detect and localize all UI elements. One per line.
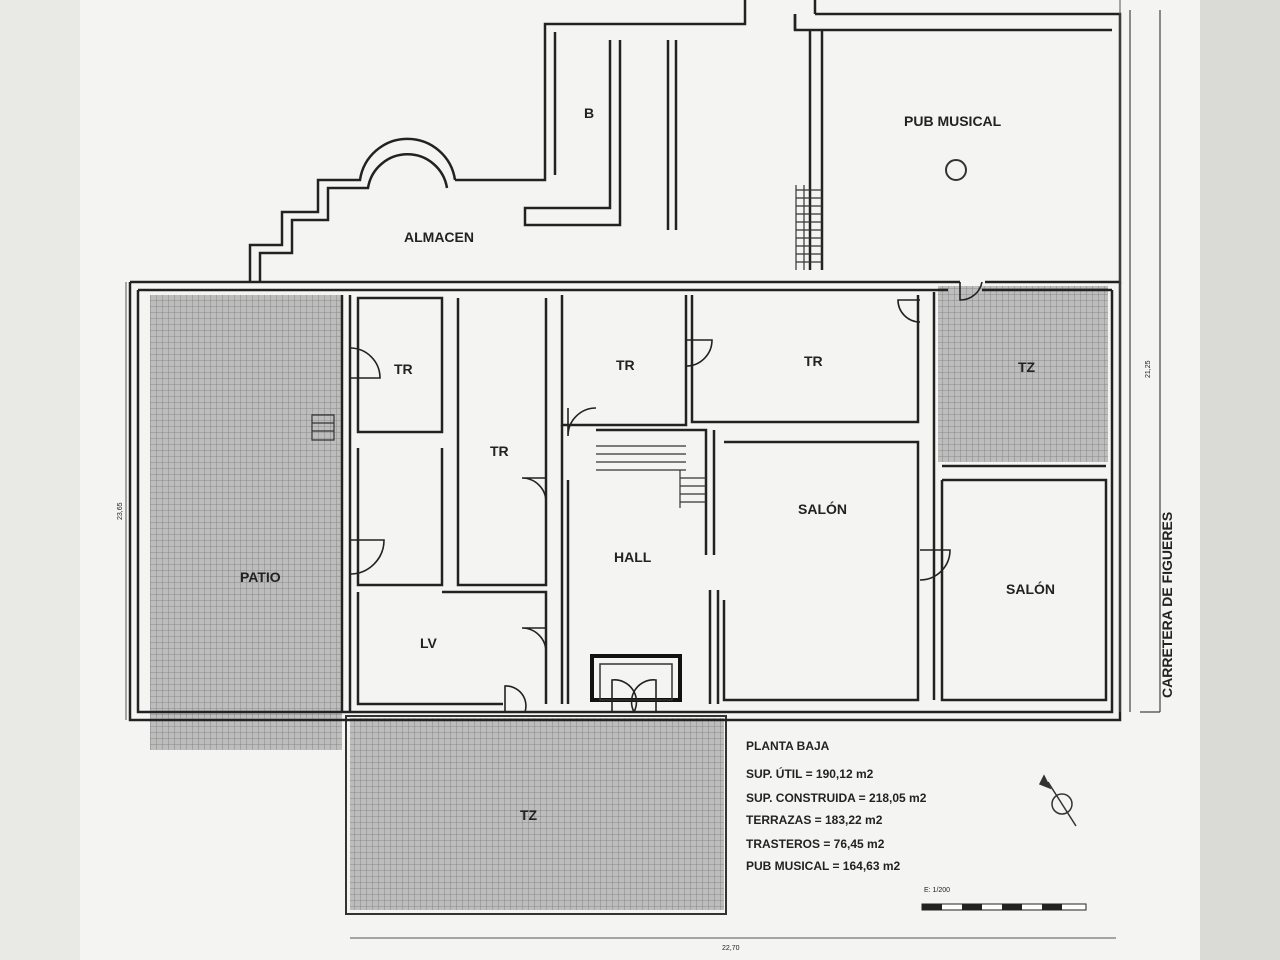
scale-bar: [921, 903, 1087, 911]
room-label-hall: HALL: [614, 549, 652, 565]
info-pub-musical: PUB MUSICAL = 164,63 m2: [746, 859, 900, 873]
door-swings: [349, 281, 1050, 713]
room-label-tz-right: TZ: [1018, 359, 1036, 375]
left-margin: [0, 0, 80, 960]
north-arrow-icon: [1038, 774, 1077, 827]
dimension-lines: [125, 0, 1121, 939]
room-label-salon-2: SALÓN: [1006, 580, 1055, 597]
info-terrazas: TERRAZAS = 183,22 m2: [746, 813, 883, 827]
room-label-patio: PATIO: [240, 569, 281, 585]
room-label-salon-1: SALÓN: [798, 500, 847, 517]
terrace-bottom: [350, 718, 724, 910]
dimension-left: 23,65: [117, 502, 124, 520]
room-label-b: B: [584, 105, 594, 121]
room-label-tr-1: TR: [394, 361, 413, 377]
room-label-tr-2: TR: [616, 357, 635, 373]
room-label-tr-3: TR: [804, 353, 823, 369]
terrace-right: [938, 286, 1108, 462]
info-sup-util: SUP. ÚTIL = 190,12 m2: [746, 766, 874, 781]
road-label: CARRETERA DE FIGUERES: [1159, 512, 1175, 698]
room-label-almacen: ALMACEN: [404, 229, 474, 245]
plan-title: PLANTA BAJA: [746, 739, 830, 753]
patio-area: [150, 295, 342, 750]
info-sup-construida: SUP. CONSTRUIDA = 218,05 m2: [746, 791, 927, 805]
room-label-lv: LV: [420, 635, 438, 651]
info-trasteros: TRASTEROS = 76,45 m2: [746, 837, 885, 851]
dimension-bottom: 22,70: [722, 945, 740, 952]
right-margin: [1200, 0, 1280, 960]
pub-column-icon: [945, 159, 967, 181]
scale-label: E: 1/200: [924, 887, 950, 894]
room-label-tz-bottom: TZ: [520, 807, 538, 823]
stairs: [311, 185, 822, 508]
dimension-right: 21,25: [1145, 360, 1152, 378]
room-label-tr-4: TR: [490, 443, 509, 459]
room-label-pub-musical: PUB MUSICAL: [904, 113, 1002, 129]
